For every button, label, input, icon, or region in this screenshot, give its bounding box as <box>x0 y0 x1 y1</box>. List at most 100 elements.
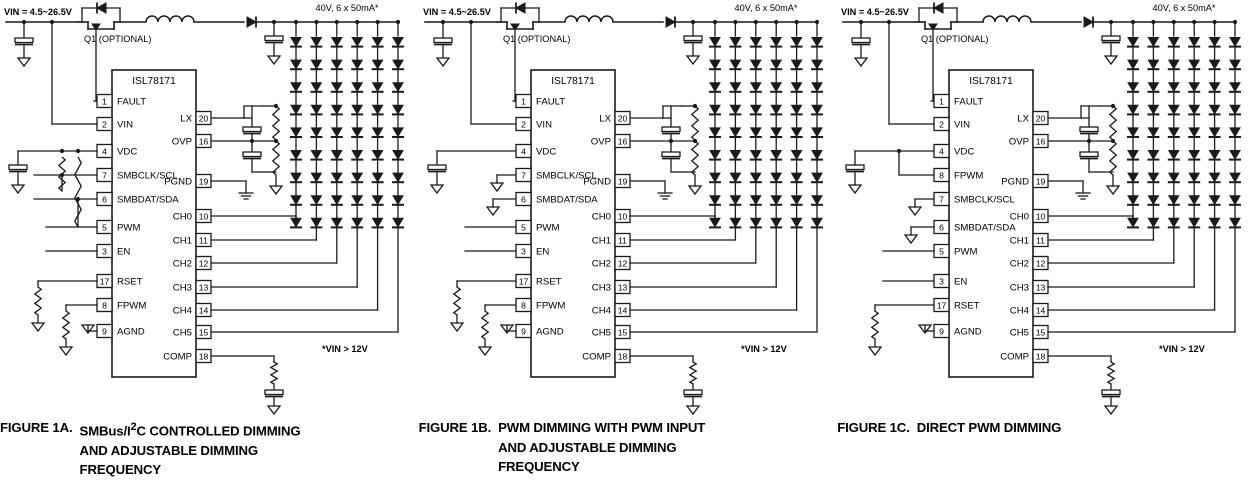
pin-number: 12 <box>199 259 209 269</box>
sda-pullup-resistor <box>74 156 82 228</box>
figure-caption-line: FREQUENCY <box>79 462 162 478</box>
pin-label: CH2 <box>591 259 610 270</box>
pin-number: 15 <box>199 328 209 338</box>
pin-label: VIN <box>954 120 970 131</box>
led <box>1188 172 1201 184</box>
ovp-lower-resistor <box>271 140 281 176</box>
led <box>810 37 823 48</box>
pin-label: AGND <box>117 327 145 338</box>
pin-number: 1 <box>102 97 107 107</box>
pin-number: 4 <box>102 147 107 157</box>
led <box>290 59 302 71</box>
pin-number: 13 <box>1036 283 1046 293</box>
vdc-ground <box>847 184 863 195</box>
led <box>392 127 404 138</box>
led <box>769 127 782 138</box>
pin-label: SMBDAT/SDA <box>536 195 598 206</box>
led <box>1167 104 1180 116</box>
led <box>330 217 343 229</box>
led <box>371 195 384 206</box>
led <box>728 59 741 71</box>
led <box>1208 217 1221 229</box>
channel-wire-ch4 <box>210 226 379 311</box>
output-ground <box>266 55 282 66</box>
pin-number: 12 <box>617 259 627 269</box>
output-capacitor <box>682 35 703 44</box>
led <box>810 172 823 184</box>
led <box>810 149 823 161</box>
ovp-divider-ground <box>268 185 284 196</box>
led <box>1188 59 1201 71</box>
pin-label: PGND <box>164 177 192 188</box>
pin-label: CH1 <box>1010 236 1029 247</box>
boost-inductor <box>145 15 195 23</box>
pin-label: FPWM <box>954 171 983 182</box>
pin-number: 19 <box>617 177 627 187</box>
pin-label: VDC <box>536 147 556 158</box>
smbclk-ground <box>489 182 504 193</box>
led <box>1229 149 1242 161</box>
pin-label: CH5 <box>173 328 192 339</box>
pin-number: 4 <box>939 147 944 157</box>
vdc-ground <box>10 184 26 195</box>
led <box>310 149 323 161</box>
led <box>1188 104 1201 116</box>
pin-number: 12 <box>1036 259 1046 269</box>
led <box>1229 217 1242 229</box>
ovp-capacitor <box>660 151 681 160</box>
led <box>749 127 762 138</box>
led <box>708 59 721 71</box>
pin-number: 15 <box>1036 328 1046 338</box>
pin-number: 7 <box>102 171 107 181</box>
pin-label: PWM <box>536 223 559 234</box>
pin-label: FAULT <box>954 97 983 108</box>
channel-wire-ch1 <box>628 226 736 241</box>
led <box>371 217 384 229</box>
ovp-divider-ground <box>1105 185 1121 196</box>
led <box>290 195 302 206</box>
pin-label: LX <box>180 114 192 125</box>
led <box>330 37 343 48</box>
led <box>749 195 762 206</box>
pin-number: 19 <box>1036 177 1046 187</box>
output-ground <box>1103 55 1119 66</box>
pin-label: PWM <box>117 223 140 234</box>
led <box>1147 172 1160 184</box>
pin-number: 14 <box>199 306 209 316</box>
led <box>1229 37 1242 48</box>
led <box>790 149 803 161</box>
led <box>1208 172 1221 184</box>
vdc-capacitor <box>8 164 28 173</box>
led <box>790 59 803 71</box>
figure-caption-line: SMBus/I2C CONTROLLED DIMMING <box>80 418 301 441</box>
vin-threshold-note: *VIN > 12V <box>322 344 369 354</box>
agnd-ground <box>499 324 514 335</box>
led <box>1188 195 1201 206</box>
pin-label: CH2 <box>173 259 192 270</box>
led <box>290 104 302 116</box>
input-ground <box>435 57 450 68</box>
led <box>1167 37 1180 48</box>
pin-ch2: 12 CH2 <box>591 255 631 271</box>
pin-label: VIN <box>536 120 552 131</box>
channel-wire-ch3 <box>1047 226 1196 288</box>
pin-number: 20 <box>617 114 627 124</box>
rset-resistor <box>33 286 43 316</box>
pin-label: OVP <box>590 137 610 148</box>
led-array-header: 40V, 6 x 50mA* <box>316 3 379 13</box>
led <box>310 37 323 48</box>
led <box>1147 59 1160 71</box>
